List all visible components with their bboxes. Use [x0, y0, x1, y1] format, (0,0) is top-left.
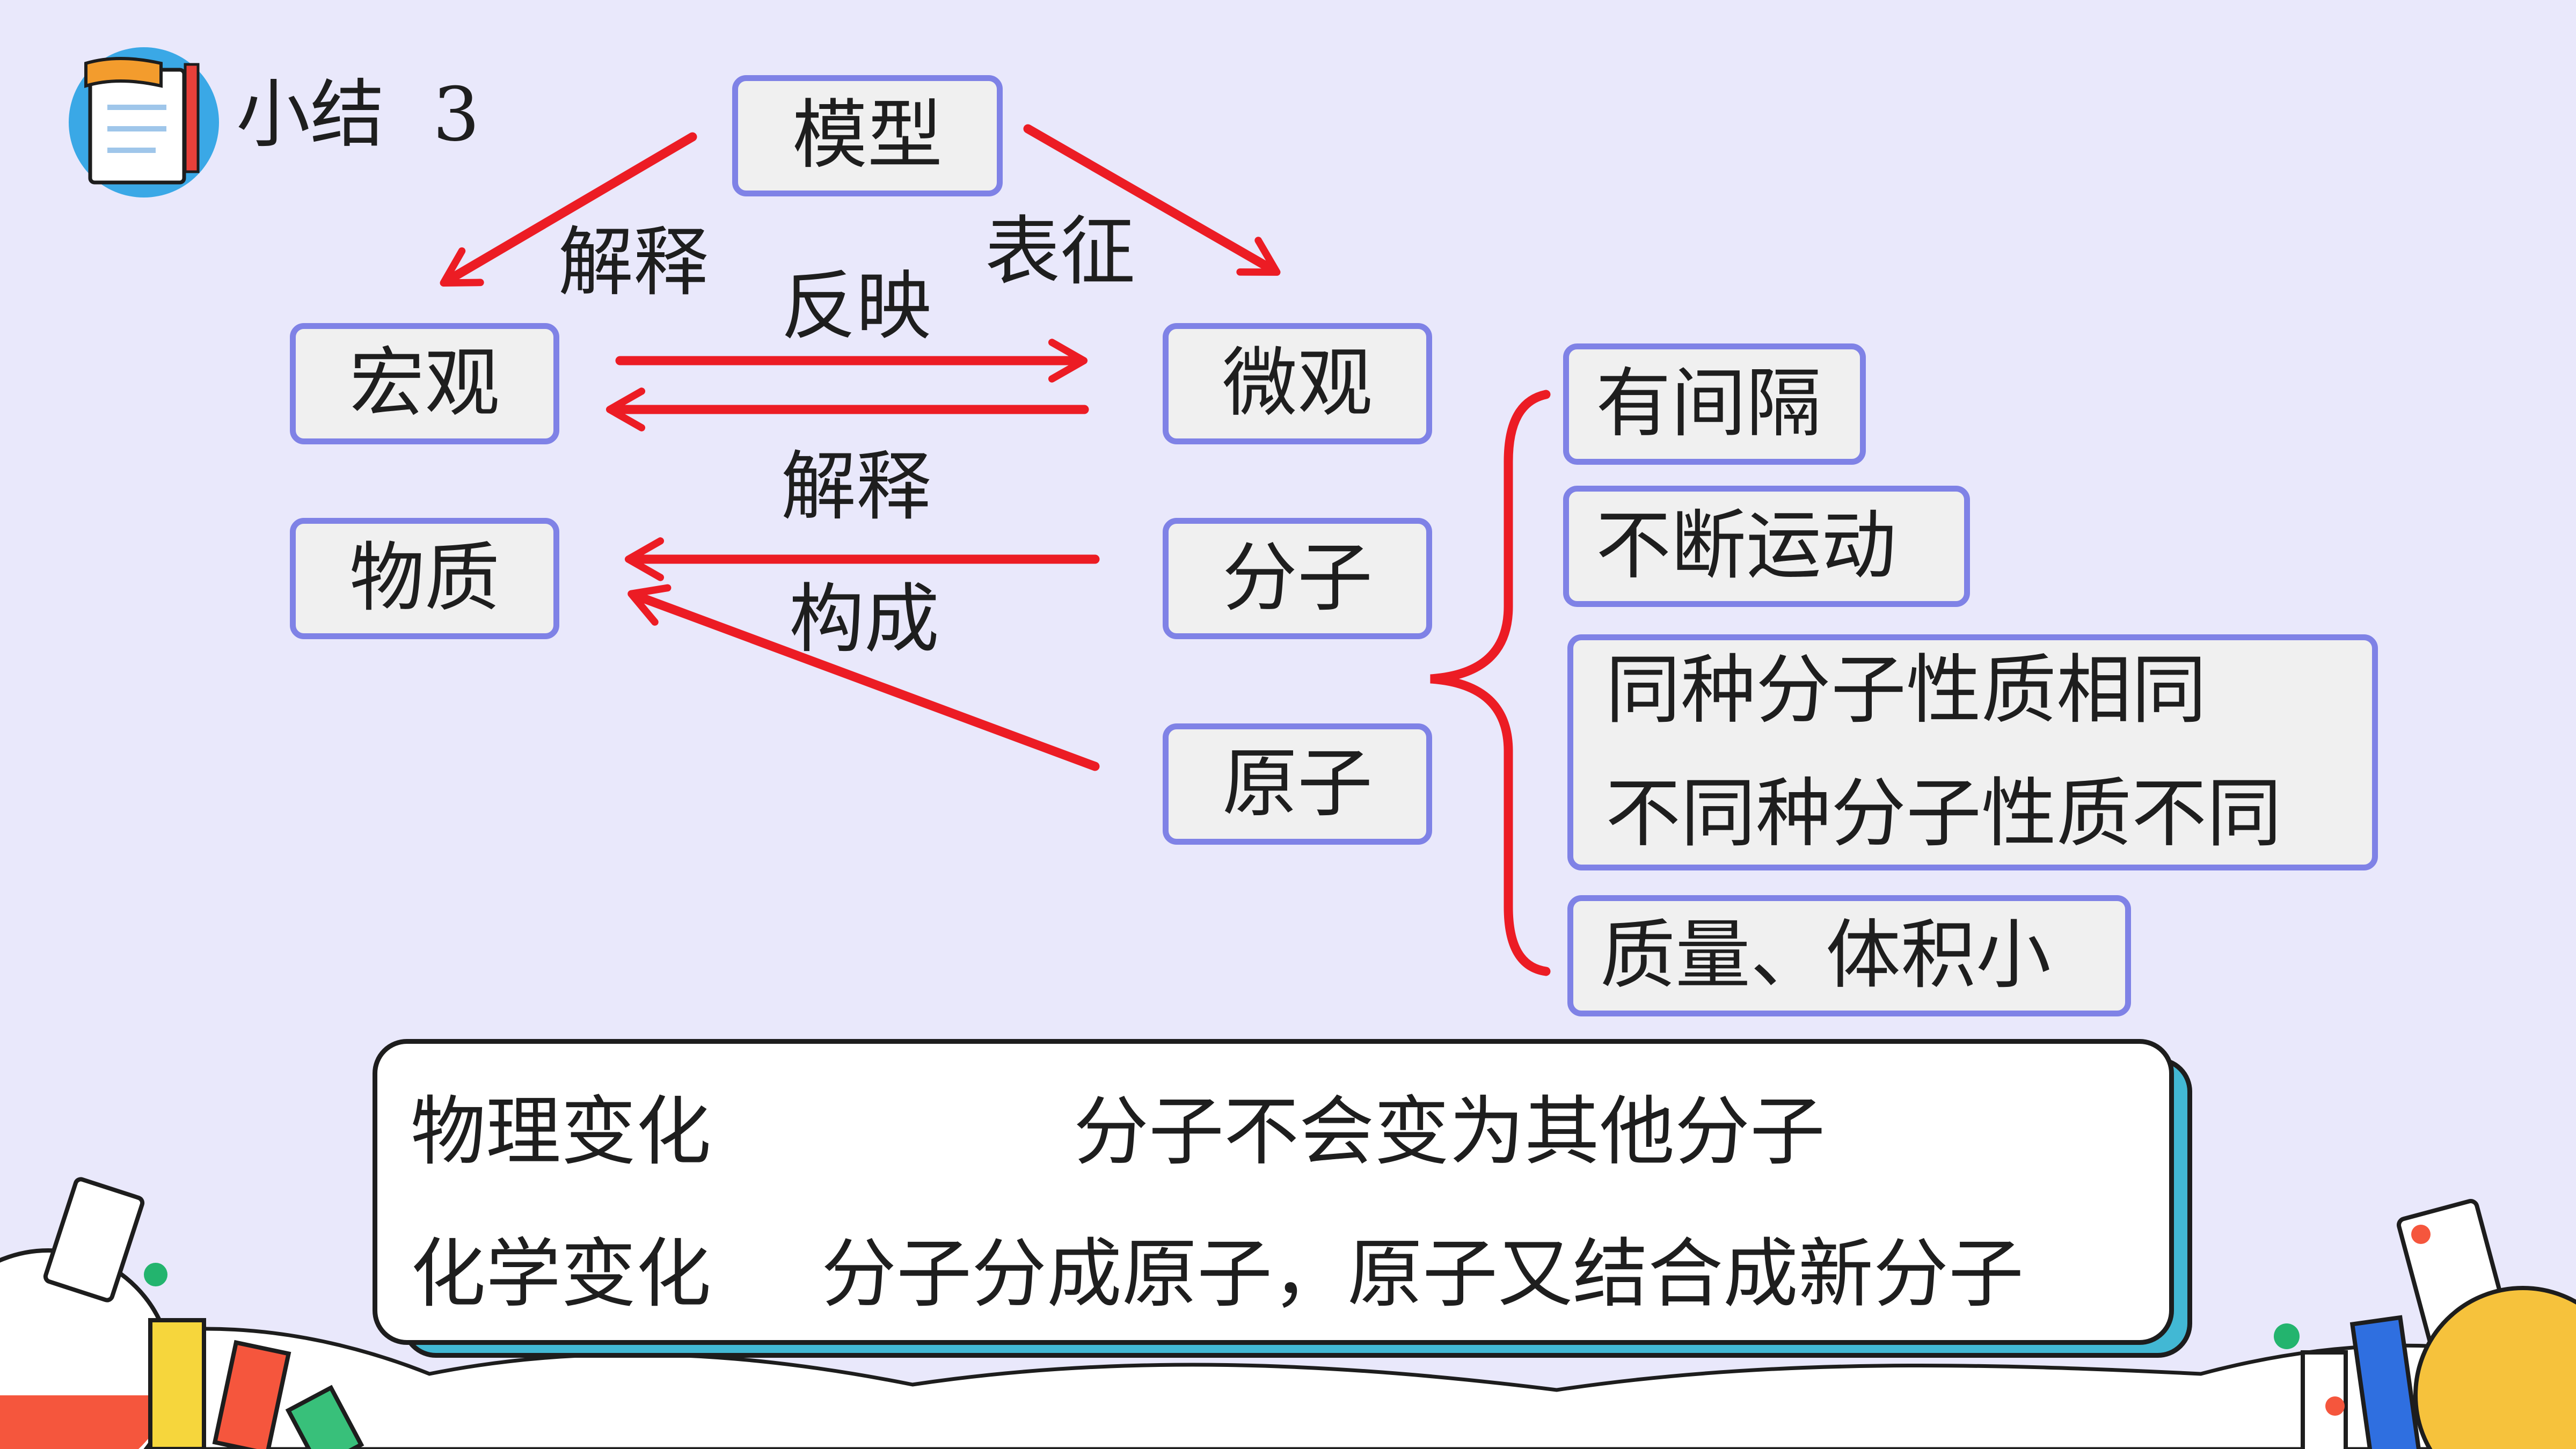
- property-same-line1: 同种分子性质相同: [1606, 647, 2207, 734]
- edge-label-characterize: 表征: [985, 208, 1136, 296]
- node-matter: 物质: [290, 518, 559, 639]
- property-same-different: 同种分子性质相同 不同种分子性质不同: [1567, 634, 2378, 870]
- physical-change-term: 物理变化: [411, 1088, 712, 1176]
- physical-change-desc: 分子不会变为其他分子: [1074, 1088, 1826, 1176]
- node-micro: 微观: [1163, 323, 1432, 444]
- property-same-line2: 不同种分子性质不同: [1606, 770, 2282, 858]
- edge-label-reflect: 反映: [781, 263, 932, 350]
- property-gap: 有间隔: [1563, 343, 1866, 465]
- arrow-model-to-macro: [440, 132, 697, 287]
- chemical-change-desc: 分子分成原子，原子又结合成新分子: [821, 1231, 2024, 1318]
- node-model: 模型: [732, 75, 1003, 196]
- node-atom: 原子: [1163, 723, 1432, 845]
- chemical-change-term: 化学变化: [411, 1231, 712, 1318]
- arrow-atom-to-matter: [627, 584, 1100, 771]
- bottom-cloud-decoration: [0, 1327, 2576, 1449]
- left-flask-decoration: [0, 1177, 364, 1449]
- property-small: 质量、体积小: [1567, 895, 2131, 1016]
- title-label: 小结: [236, 71, 385, 158]
- title-number: 3: [433, 71, 480, 158]
- edge-label-compose: 构成: [789, 576, 940, 663]
- right-flask-decoration: [2274, 1199, 2576, 1449]
- edge-label-explain-mid: 解释: [781, 443, 932, 531]
- property-motion: 不断运动: [1563, 486, 1970, 607]
- edge-label-explain-top: 解释: [558, 219, 709, 306]
- arrows: [440, 124, 1281, 771]
- notebook-icon: [69, 47, 219, 197]
- node-macro: 宏观: [290, 323, 559, 444]
- curly-brace: [1430, 390, 1551, 976]
- arrow-model-to-micro: [1023, 124, 1281, 276]
- node-molecule: 分子: [1163, 518, 1432, 639]
- summary-panel: [373, 1039, 2174, 1345]
